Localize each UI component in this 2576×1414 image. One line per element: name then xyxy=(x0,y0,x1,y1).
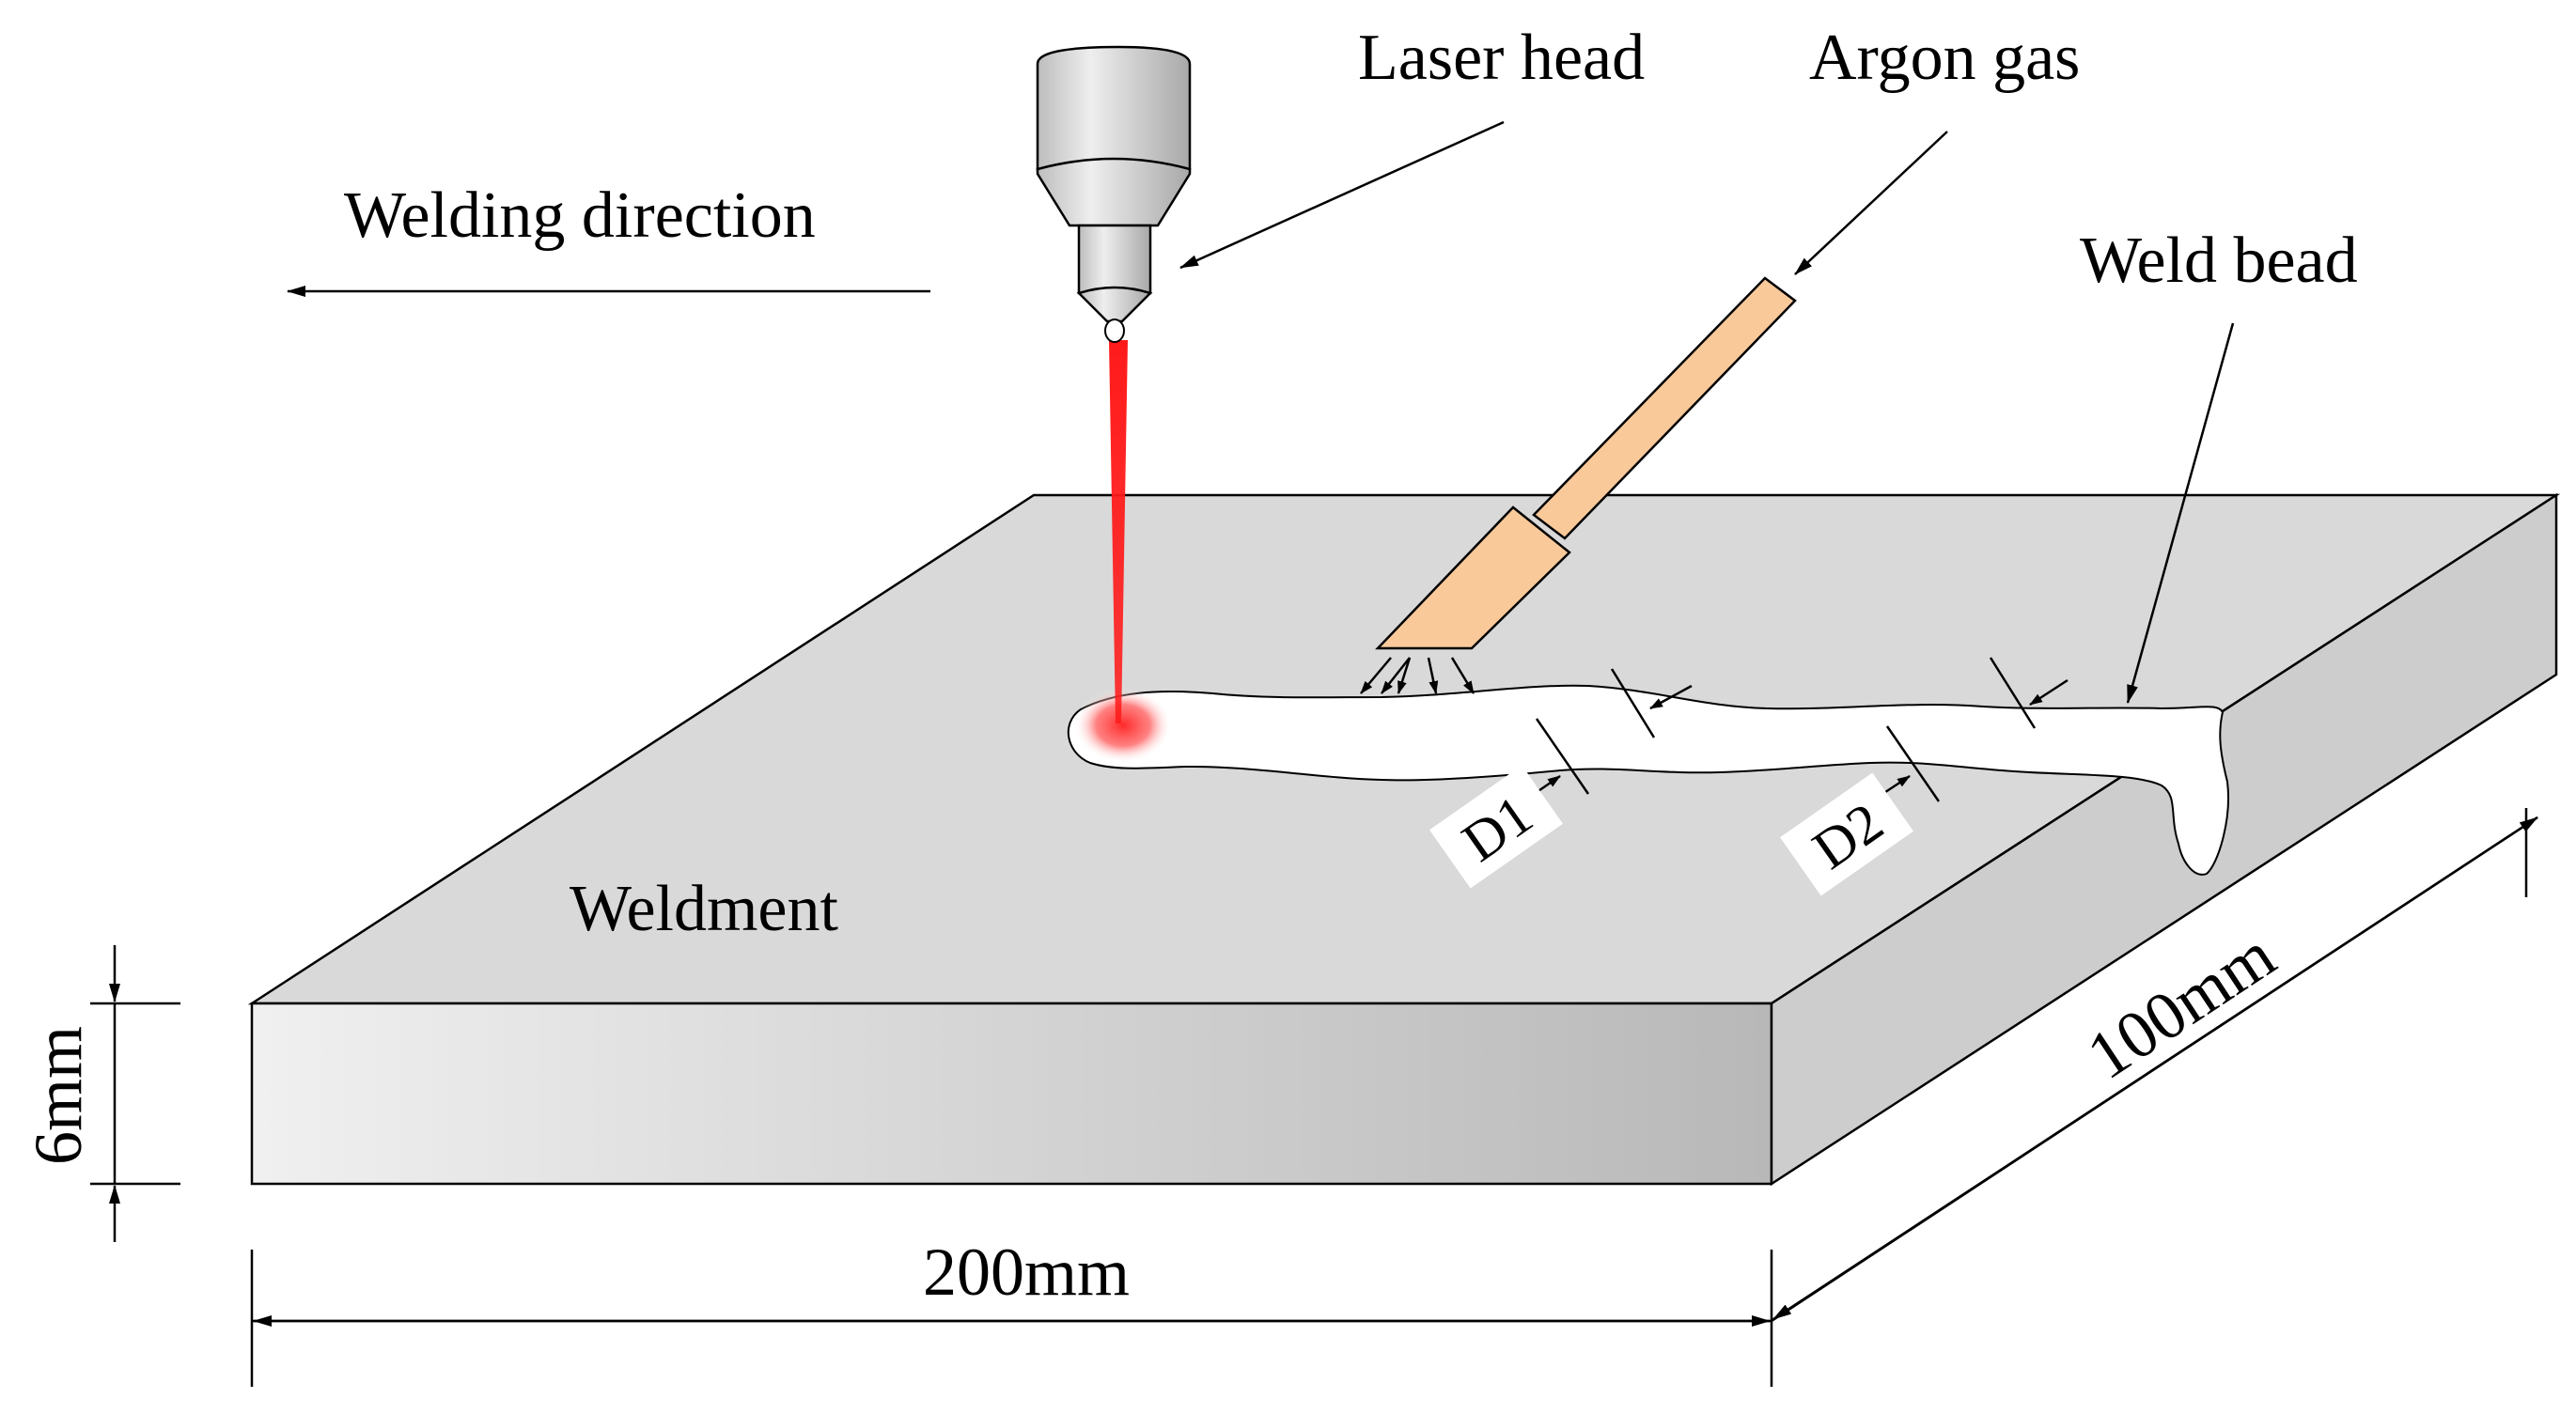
plate-front-face xyxy=(250,1002,1773,1186)
length-label: 200mm xyxy=(923,1235,1130,1310)
width-arrow-2 xyxy=(2029,678,2069,707)
weldment-label: Weldment xyxy=(570,873,838,945)
width-tick-4 xyxy=(1885,725,1941,802)
laser-head xyxy=(1036,45,1192,343)
width-arrow-bottom xyxy=(1772,816,2538,1321)
laser-head-label: Laser head xyxy=(1358,22,1645,94)
d1-label-box xyxy=(1429,765,1563,889)
laser-spot xyxy=(1074,688,1172,763)
gas-flow-arrow-5 xyxy=(1381,657,1411,694)
weld-bead-label: Weld bead xyxy=(2080,225,2358,297)
argon-nozzle-head xyxy=(1375,505,1571,650)
laser-head-leader xyxy=(1179,120,1505,270)
width-tick-1 xyxy=(1610,668,1656,738)
gas-flow-arrow-1 xyxy=(1360,657,1392,694)
thickness-label: 6mm xyxy=(21,1026,96,1165)
argon-gas-leader xyxy=(1794,131,1948,275)
laser-beam xyxy=(1109,340,1128,723)
width-tick-3 xyxy=(1535,718,1590,795)
laser-head-tip xyxy=(1076,286,1153,323)
argon-nozzle-tube xyxy=(1532,276,1797,540)
width-arrow-1 xyxy=(1649,684,1693,710)
gas-flow-arrows xyxy=(1360,657,1475,694)
gas-flow-arrow-3 xyxy=(1427,657,1439,694)
welding-direction-label: Welding direction xyxy=(344,179,816,252)
laser-nozzle-tip xyxy=(1104,319,1125,343)
length-dimension: 200mm xyxy=(250,1235,1773,1387)
thickness-dimension: 6mm xyxy=(21,945,180,1242)
laser-head-taper xyxy=(1036,157,1192,227)
plate-right-face xyxy=(1770,492,2558,1187)
bead-width-markers xyxy=(1535,657,2069,802)
gas-flow-arrow-2 xyxy=(1397,657,1412,694)
weld-bead-leader xyxy=(2126,322,2235,704)
weld-bead xyxy=(1067,684,2229,876)
argon-gas-label: Argon gas xyxy=(1809,22,2080,94)
gas-flow-arrow-4 xyxy=(1450,657,1475,694)
d2-label-box xyxy=(1780,772,1913,896)
laser-head-body xyxy=(1036,45,1192,171)
width-tick-2 xyxy=(1989,657,2037,729)
argon-nozzle xyxy=(1375,276,1797,650)
laser-head-neck xyxy=(1077,224,1152,295)
